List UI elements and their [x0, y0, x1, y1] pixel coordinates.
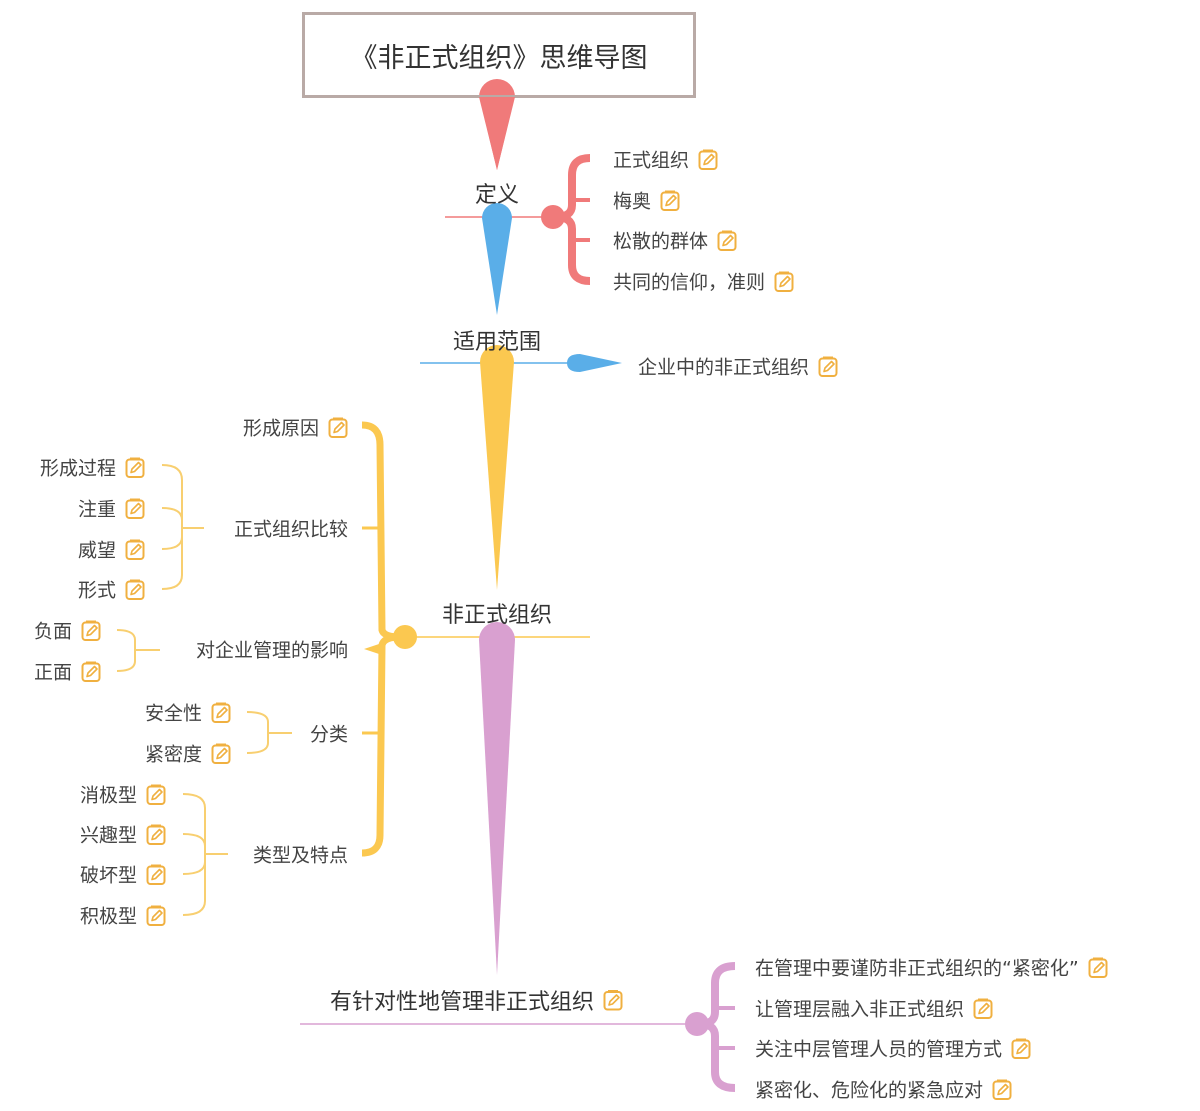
- leaf-topic[interactable]: 正面: [34, 658, 101, 685]
- manage-brace: [699, 962, 736, 1092]
- subtopic-label: 类型及特点: [252, 844, 348, 867]
- leaf-topic[interactable]: 安全性: [145, 699, 231, 726]
- subtopic[interactable]: 紧密化、危险化的紧急应对: [755, 1076, 1012, 1103]
- subtopic-label: 企业中的非正式组织: [638, 356, 810, 379]
- subtopic-label: 梅奥: [613, 190, 652, 213]
- subtopic-label: 让管理层融入非正式组织: [755, 998, 965, 1021]
- leaf-topic[interactable]: 形式: [78, 576, 145, 603]
- subtopic-label: 正式组织: [613, 149, 690, 172]
- scope-arrow: [567, 354, 622, 372]
- note-icon[interactable]: [125, 497, 145, 519]
- topic-label: 有针对性地管理非正式组织: [330, 990, 595, 1015]
- note-icon[interactable]: [146, 904, 166, 926]
- leaf-topic[interactable]: 紧密度: [145, 740, 231, 767]
- scope-trunk: [482, 203, 512, 315]
- note-icon[interactable]: [328, 416, 348, 438]
- subtopic[interactable]: 让管理层融入非正式组织: [755, 995, 993, 1022]
- informal-brace: [361, 421, 401, 857]
- subtopic-impact[interactable]: 对企业管理的影响: [196, 636, 348, 663]
- subtopic[interactable]: 松散的群体: [613, 227, 737, 254]
- subtopic-types[interactable]: 类型及特点: [253, 841, 348, 868]
- note-icon[interactable]: [125, 456, 145, 478]
- leaf-label: 兴趣型: [79, 824, 137, 847]
- leaf-topic[interactable]: 负面: [34, 617, 101, 644]
- topic-definition[interactable]: 定义: [474, 183, 520, 208]
- note-icon[interactable]: [125, 578, 145, 600]
- informal-trunk: [480, 345, 514, 590]
- subtopic-classification[interactable]: 分类: [310, 720, 348, 747]
- topic-manage[interactable]: 有针对性地管理非正式组织: [330, 984, 623, 1016]
- topic-scope[interactable]: 适用范围: [452, 330, 542, 355]
- definition-brace: [555, 154, 591, 285]
- leaf-label: 积极型: [79, 905, 137, 928]
- subtopic[interactable]: 正式组织: [613, 146, 718, 173]
- subtopic[interactable]: 在管理中要谨防非正式组织的“紧密化”: [755, 954, 1108, 981]
- leaf-label: 正面: [33, 661, 72, 684]
- subtopic[interactable]: 梅奥: [613, 187, 680, 214]
- subtopic[interactable]: 关注中层管理人员的管理方式: [755, 1035, 1031, 1062]
- leaf-topic[interactable]: 形成过程: [40, 454, 145, 481]
- leaf-label: 紧密度: [144, 743, 202, 766]
- subtopic-label: 形成原因: [242, 417, 319, 440]
- note-icon[interactable]: [1011, 1037, 1031, 1059]
- subtopic-label: 关注中层管理人员的管理方式: [755, 1038, 1003, 1061]
- leaf-label: 破坏型: [79, 864, 137, 887]
- note-icon[interactable]: [146, 823, 166, 845]
- subtopic-label: 在管理中要谨防非正式组织的“紧密化”: [755, 957, 1079, 980]
- note-icon[interactable]: [81, 619, 101, 641]
- leaf-topic[interactable]: 注重: [78, 495, 145, 522]
- leaf-label: 威望: [77, 539, 116, 562]
- subtopic-label: 紧密化、危险化的紧急应对: [755, 1079, 984, 1102]
- leaf-topic[interactable]: 威望: [78, 536, 145, 563]
- leaf-label: 安全性: [144, 702, 202, 725]
- note-icon[interactable]: [81, 660, 101, 682]
- manage-trunk: [479, 622, 515, 975]
- subtopic-formation-cause[interactable]: 形成原因: [243, 414, 348, 441]
- note-icon[interactable]: [146, 783, 166, 805]
- subtopic-label: 松散的群体: [613, 230, 709, 253]
- subtopic-label: 正式组织比较: [233, 518, 348, 541]
- leaf-topic[interactable]: 破坏型: [80, 861, 166, 888]
- leaf-topic[interactable]: 积极型: [80, 902, 166, 929]
- leaf-label: 注重: [77, 498, 116, 521]
- note-icon[interactable]: [1088, 956, 1108, 978]
- subtopic[interactable]: 共同的信仰，准则: [613, 268, 794, 295]
- note-icon[interactable]: [698, 148, 718, 170]
- leaf-label: 形式: [77, 579, 116, 602]
- leaf-label: 形成过程: [39, 457, 116, 480]
- note-icon[interactable]: [146, 863, 166, 885]
- leaf-topic[interactable]: 兴趣型: [80, 821, 166, 848]
- subtopic-label: 对企业管理的影响: [195, 639, 348, 662]
- note-icon[interactable]: [603, 989, 623, 1011]
- note-icon[interactable]: [973, 997, 993, 1019]
- leaf-label: 消极型: [79, 784, 137, 807]
- subtopic-comparison[interactable]: 正式组织比较: [234, 515, 348, 542]
- note-icon[interactable]: [660, 189, 680, 211]
- note-icon[interactable]: [774, 270, 794, 292]
- leaf-topic[interactable]: 消极型: [80, 781, 166, 808]
- subtopic-label: 分类: [309, 723, 348, 746]
- topic-informal-organization[interactable]: 非正式组织: [441, 603, 553, 628]
- subtopic-label: 共同的信仰，准则: [613, 271, 766, 294]
- note-icon[interactable]: [211, 742, 231, 764]
- leaf-label: 负面: [33, 620, 72, 643]
- note-icon[interactable]: [992, 1078, 1012, 1100]
- note-icon[interactable]: [125, 538, 145, 560]
- note-icon[interactable]: [717, 229, 737, 251]
- note-icon[interactable]: [818, 355, 838, 377]
- subtopic[interactable]: 企业中的非正式组织: [638, 353, 838, 380]
- note-icon[interactable]: [211, 701, 231, 723]
